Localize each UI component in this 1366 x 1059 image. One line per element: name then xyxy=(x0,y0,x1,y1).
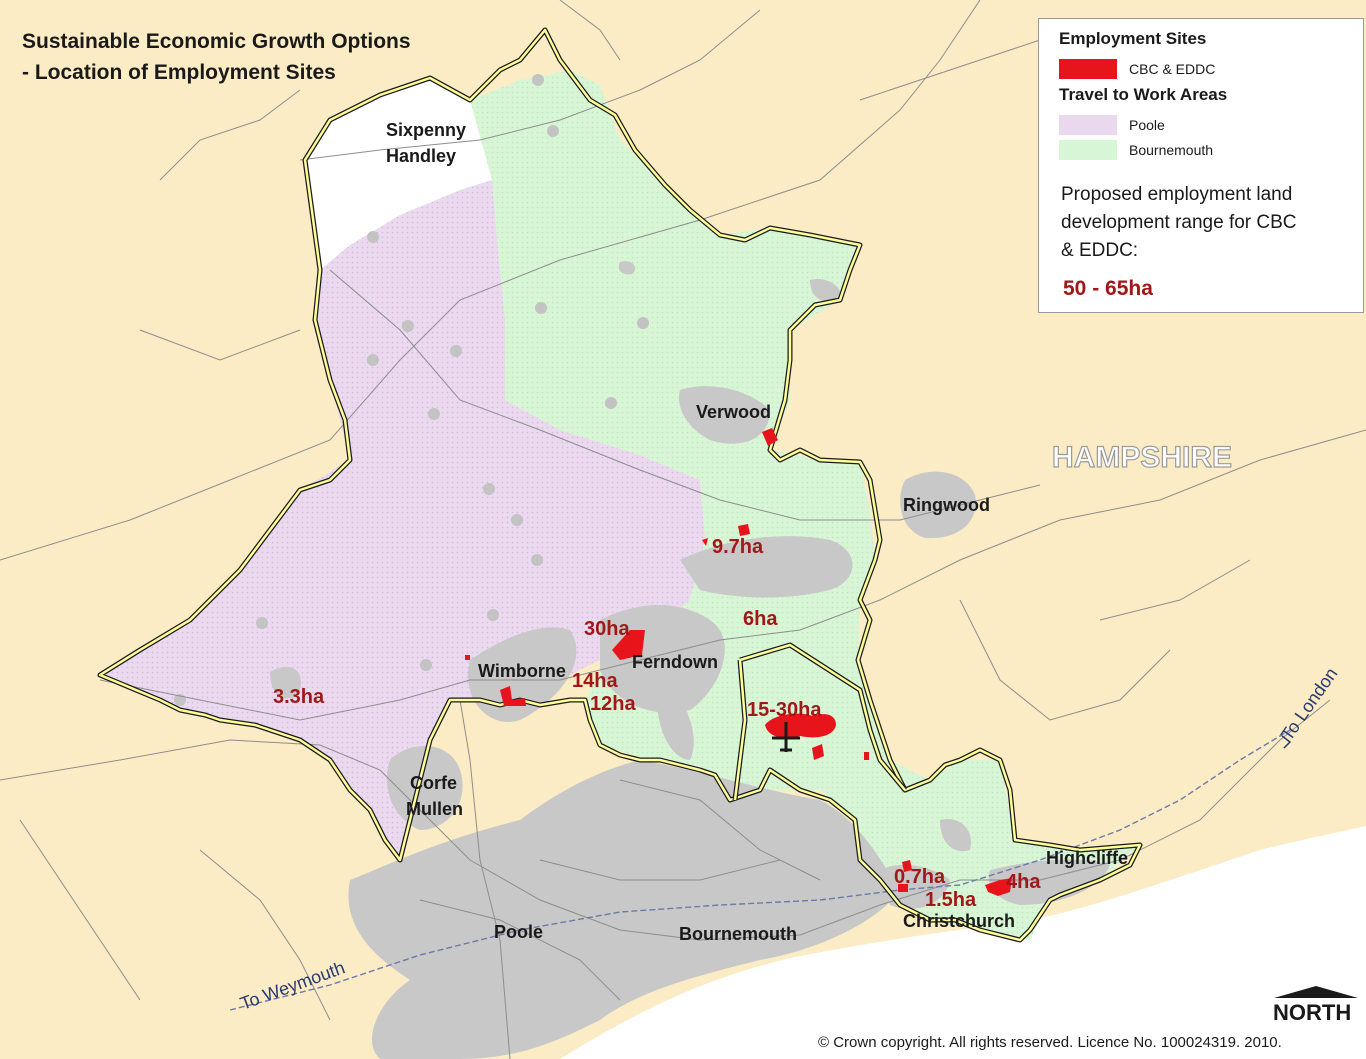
site-airport-east xyxy=(864,752,869,760)
site-30ha xyxy=(612,630,645,660)
map-title-line1: Sustainable Economic Growth Options xyxy=(22,30,411,53)
place-handley: Handley xyxy=(386,146,456,166)
place-poole: Poole xyxy=(494,922,543,942)
legend-panel: Employment Sites CBC & EDDC Travel to Wo… xyxy=(1038,18,1364,313)
village-dots xyxy=(174,74,649,706)
north-arrow-icon xyxy=(1274,986,1358,998)
airport-icon xyxy=(772,722,800,752)
poole-travel-area xyxy=(100,180,705,860)
district-boundary xyxy=(100,30,1140,940)
legend-employment-heading: Employment Sites xyxy=(1059,29,1207,48)
legend-proposed-line2: development range for CBC xyxy=(1061,212,1297,233)
place-ringwood: Ringwood xyxy=(903,495,990,515)
bournemouth-travel-area xyxy=(470,70,1140,940)
site-0-7ha-2 xyxy=(898,884,908,892)
place-christchurch: Christchurch xyxy=(903,911,1015,931)
site-4ha xyxy=(985,878,1012,896)
legend-ttwa-heading: Travel to Work Areas xyxy=(1059,85,1228,104)
legend-poole-swatch xyxy=(1059,115,1117,135)
county-hampshire: HAMPSHIRE xyxy=(1052,441,1232,474)
place-mullen: Mullen xyxy=(406,799,463,819)
legend-proposed-text: Proposed employment land development ran… xyxy=(1061,181,1351,265)
sea xyxy=(560,826,1366,1059)
legend-proposed-line3: & EDDC: xyxy=(1061,240,1139,261)
employment-sites xyxy=(465,428,1012,896)
legend-poole-item: Poole xyxy=(1129,117,1165,133)
site-wimborne xyxy=(500,686,526,706)
sixpenny-area xyxy=(305,78,492,270)
place-ferndown: Ferndown xyxy=(632,652,718,672)
map-title: Sustainable Economic Growth Options - Lo… xyxy=(22,26,411,88)
site-9-7ha-west xyxy=(702,538,708,546)
label-6ha: 6ha xyxy=(743,608,778,630)
place-highcliffe: Highcliffe xyxy=(1046,848,1128,868)
site-0-7ha xyxy=(902,860,912,872)
label-15-30ha: 15-30ha xyxy=(747,699,822,721)
place-sixpenny: Sixpenny xyxy=(386,120,466,140)
place-bournemouth: Bournemouth xyxy=(679,924,797,944)
site-airport-south xyxy=(812,744,824,760)
legend-bournemouth-item: Bournemouth xyxy=(1129,142,1214,158)
north-label: NORTH xyxy=(1273,1000,1352,1025)
copyright-notice: © Crown copyright. All rights reserved. … xyxy=(818,1034,1282,1051)
label-30ha: 30ha xyxy=(584,618,630,640)
site-wimborne-2 xyxy=(465,655,470,660)
place-corfe: Corfe xyxy=(410,773,457,793)
label-9-7ha: 9.7ha xyxy=(712,536,764,558)
legend-bournemouth-swatch xyxy=(1059,140,1117,160)
london-arrow-icon xyxy=(1281,735,1292,749)
label-1-5ha: 1.5ha xyxy=(925,889,977,911)
label-0-7ha: 0.7ha xyxy=(894,866,946,888)
legend-range-value: 50 - 65ha xyxy=(1063,277,1153,300)
label-12ha: 12ha xyxy=(590,693,636,715)
site-airport xyxy=(765,713,836,738)
legend-employment-item: CBC & EDDC xyxy=(1129,61,1216,77)
legend-employment-swatch xyxy=(1059,59,1117,79)
place-verwood: Verwood xyxy=(696,402,771,422)
legend-proposed-line1: Proposed employment land xyxy=(1061,184,1293,205)
label-3-3ha: 3.3ha xyxy=(273,686,325,708)
site-verwood xyxy=(762,428,778,446)
label-14ha: 14ha xyxy=(572,670,618,692)
map-title-line2: - Location of Employment Sites xyxy=(22,61,336,84)
railway xyxy=(229,729,1291,1011)
site-9-7ha xyxy=(738,524,750,536)
place-wimborne: Wimborne xyxy=(478,661,566,681)
label-4ha: 4ha xyxy=(1006,871,1041,893)
